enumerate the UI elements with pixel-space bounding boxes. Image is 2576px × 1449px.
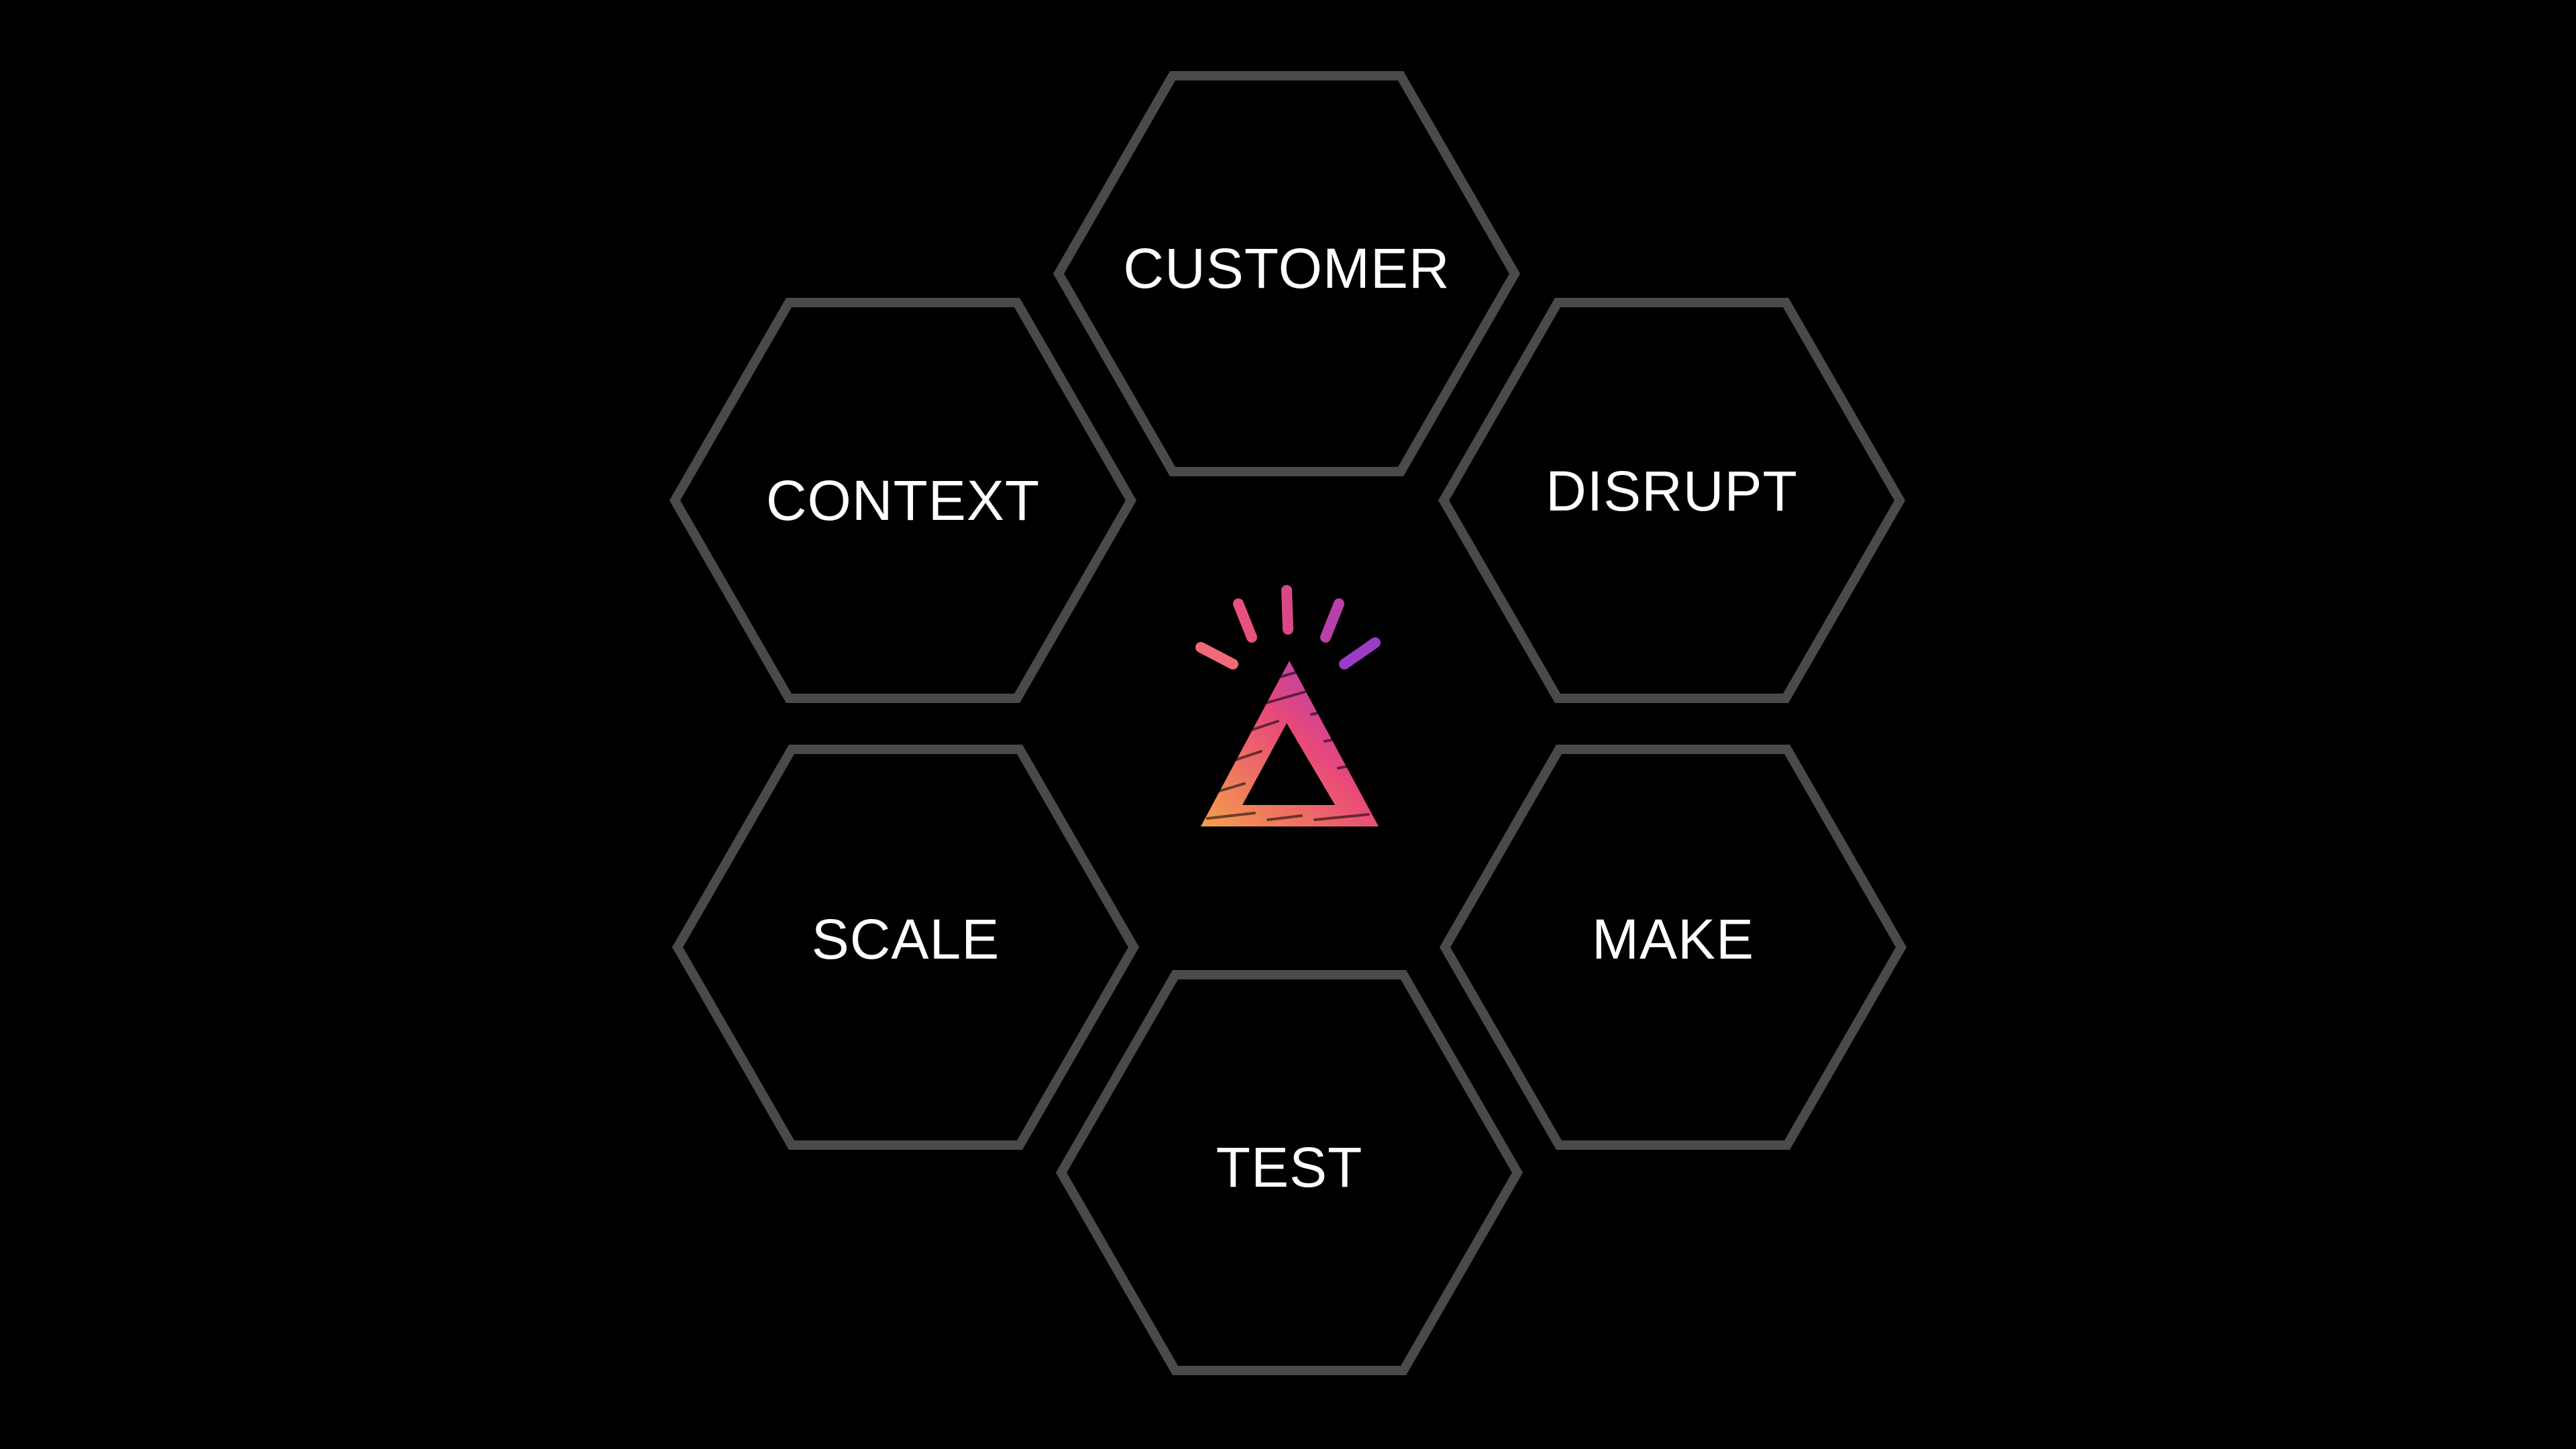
hexagon-label-disrupt: DISRUPT: [1546, 460, 1798, 523]
sketched-triangle-with-rays-icon: [1195, 585, 1381, 826]
hexagon-label-make: MAKE: [1592, 908, 1754, 971]
hexagon-label-customer: CUSTOMER: [1123, 237, 1450, 300]
hexagon-outline: [1055, 970, 1523, 1375]
hexagon-outline: [1438, 298, 1906, 703]
hexagon-customer: CUSTOMER: [1053, 71, 1521, 476]
hexagon-outline: [669, 298, 1137, 703]
hexagon-outline: [1439, 745, 1907, 1150]
hexagon-label-scale: SCALE: [812, 908, 1000, 971]
hexagon-test: TEST: [1055, 970, 1523, 1375]
hexagon-label-test: TEST: [1216, 1136, 1363, 1199]
hexagon-outline: [672, 745, 1140, 1150]
hexagon-label-context: CONTEXT: [766, 469, 1040, 532]
hexagon-disrupt: DISRUPT: [1438, 298, 1906, 703]
hexagon-outline: [1053, 71, 1521, 476]
hexagon-make: MAKE: [1439, 745, 1907, 1150]
hexagon-scale: SCALE: [672, 745, 1140, 1150]
hexagon-context: CONTEXT: [669, 298, 1137, 703]
hexagon-group: CUSTOMER DISRUPT MAKE TEST SCALE CONTEXT: [669, 71, 1907, 1375]
